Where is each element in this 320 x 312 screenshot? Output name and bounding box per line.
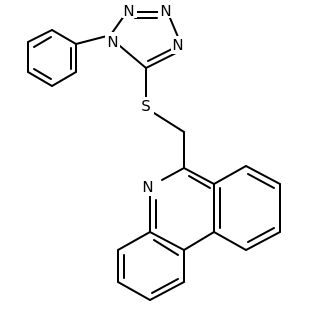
tetrazole-ring bbox=[111, 11, 179, 69]
atom-label-n4: N bbox=[172, 36, 183, 54]
bond bbox=[183, 167, 215, 185]
bond bbox=[161, 167, 185, 181]
bond bbox=[51, 71, 77, 87]
phenanthridine-central-ring bbox=[149, 167, 215, 251]
atom-label-sulfur: S bbox=[141, 97, 151, 115]
double-bond-inner bbox=[33, 68, 52, 80]
bond bbox=[245, 165, 281, 185]
atom-label-n1: N bbox=[107, 33, 118, 51]
atom-label-n-phenanthridine: N bbox=[142, 178, 153, 196]
bond bbox=[213, 231, 247, 251]
bond bbox=[245, 231, 281, 251]
double-bond-inner bbox=[151, 278, 179, 294]
bond bbox=[169, 17, 179, 38]
double-bond-inner bbox=[153, 239, 179, 256]
double-bond-inner bbox=[33, 36, 52, 48]
phenanthridine-bottom-ring bbox=[117, 231, 185, 301]
bond bbox=[117, 231, 151, 251]
atom-label-n3: N bbox=[160, 2, 171, 20]
double-bond-inner bbox=[188, 175, 211, 189]
bond bbox=[27, 29, 53, 43]
bond bbox=[27, 71, 53, 87]
bond-phenyl-tetrazole bbox=[75, 35, 108, 45]
phenanthridine-right-ring bbox=[213, 165, 281, 251]
atom-label-n2: N bbox=[123, 2, 134, 20]
atom-labels: N N N N S N bbox=[105, 0, 186, 196]
double-bond-inner bbox=[247, 227, 275, 243]
double-bond-inner bbox=[247, 173, 275, 189]
bond bbox=[111, 15, 125, 34]
phenyl-ring bbox=[27, 29, 77, 87]
chemical-structure: N N N N S N bbox=[27, 0, 281, 301]
bond bbox=[119, 45, 147, 69]
bond bbox=[149, 281, 185, 301]
bond bbox=[183, 231, 215, 251]
bond bbox=[51, 29, 77, 45]
bond bbox=[117, 281, 151, 301]
bond-sulfur-methylene bbox=[153, 112, 185, 133]
bond bbox=[213, 165, 247, 185]
bond bbox=[145, 51, 179, 69]
bond bbox=[149, 231, 185, 251]
double-bond-inner bbox=[147, 48, 173, 62]
